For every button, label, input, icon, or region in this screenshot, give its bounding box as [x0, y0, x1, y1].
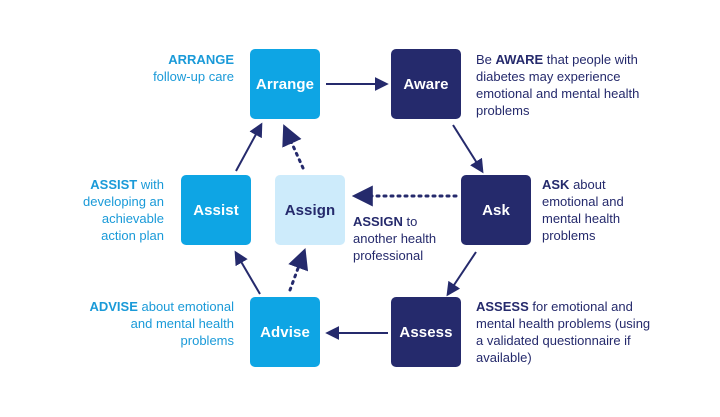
arrow-aware-to-ask: [452, 124, 484, 174]
assess-note-text: for emotional and mental health problems…: [476, 299, 651, 365]
arrow-advise-to-assign: [288, 248, 309, 292]
assign-box: Assign: [275, 175, 345, 245]
assess-box: Assess: [391, 297, 461, 367]
aware-note: Be AWARE that people with diabetes may e…: [476, 51, 658, 119]
ask-label: Ask: [482, 201, 510, 219]
arrow-assign-to-arrange: [282, 124, 305, 170]
assign-label: Assign: [284, 201, 336, 219]
aware-note-key: AWARE: [495, 52, 544, 67]
advise-note: ADVISE about emotional and mental health…: [74, 298, 234, 349]
assess-note: ASSESS for emotional and mental health p…: [476, 298, 654, 366]
ask-note-key: ASK: [542, 177, 570, 192]
advise-note-key: ADVISE: [89, 299, 138, 314]
assist-label: Assist: [193, 201, 239, 219]
arrange-label: Arrange: [255, 75, 315, 93]
arrow-assist-to-arrange: [235, 122, 263, 172]
arrange-note-text: follow-up care: [153, 69, 234, 84]
advise-note-text: about emotional and mental health proble…: [130, 299, 234, 348]
aware-box: Aware: [391, 49, 461, 119]
ask-note: ASK about emotional and mental health pr…: [542, 176, 642, 244]
assist-note-text: with developing an achievable action pla…: [83, 177, 164, 243]
assist-box: Assist: [181, 175, 251, 245]
aware-note-text: that people with diabetes may experience…: [476, 52, 640, 118]
arrange-box: Arrange: [250, 49, 320, 119]
advise-label: Advise: [260, 323, 310, 341]
assign-note-key: ASSIGN: [353, 214, 403, 229]
assess-note-key: ASSESS: [476, 299, 529, 314]
ask-box: Ask: [461, 175, 531, 245]
ask-note-text: about emotional and mental health proble…: [542, 177, 624, 243]
arrange-note: ARRANGE follow-up care: [104, 51, 234, 85]
advise-box: Advise: [250, 297, 320, 367]
arrange-note-key: ARRANGE: [168, 52, 234, 67]
assign-note: ASSIGN to another health professional: [353, 213, 449, 264]
assist-note: ASSIST with developing an achievable act…: [70, 176, 164, 244]
assess-label: Assess: [399, 323, 453, 341]
aware-note-prefix: Be: [476, 52, 496, 67]
arrow-advise-to-assist: [234, 250, 261, 295]
arrow-ask-to-assess: [446, 251, 477, 297]
assign-note-text: to another health professional: [353, 214, 437, 263]
aware-label: Aware: [403, 75, 449, 93]
assist-note-key: ASSIST: [90, 177, 138, 192]
